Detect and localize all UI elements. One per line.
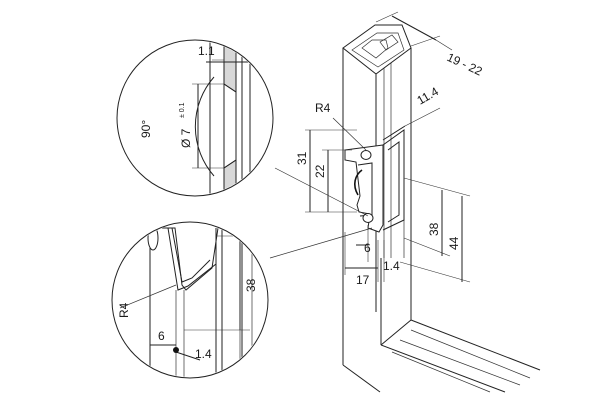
dim-38: 38 [427,222,441,236]
dim-bottom-width: 6 [158,329,165,343]
main-profile-view [269,11,541,393]
dim-44: 44 [447,236,461,250]
dim-bottom-offset: 1.4 [195,347,212,361]
dim-6: 6 [364,241,371,255]
dim-profile-width: 19 - 22 [445,50,485,79]
dim-wall-thickness: 1.1 [198,44,215,58]
detail-callout-top [116,39,274,197]
striker-plate [344,144,384,233]
dim-hole-tolerance: ± 0.1 [179,102,186,118]
dim-17: 17 [356,273,370,287]
screw-hole-top [360,150,372,160]
dim-main-radius: R4 [315,101,331,115]
dim-22: 22 [313,164,327,178]
screw-hole-bottom [362,213,374,223]
dim-bottom-length: 38 [244,278,258,292]
dim-gap: 11.4 [415,84,442,108]
dim-31: 31 [295,151,309,165]
detail-callout-bottom [111,221,269,379]
dim-1-4: 1.4 [383,259,400,273]
dim-bottom-radius: R4 [117,302,131,318]
dim-angle: 90° [139,120,153,138]
dim-hole-diameter: Ø 7 [179,128,193,148]
